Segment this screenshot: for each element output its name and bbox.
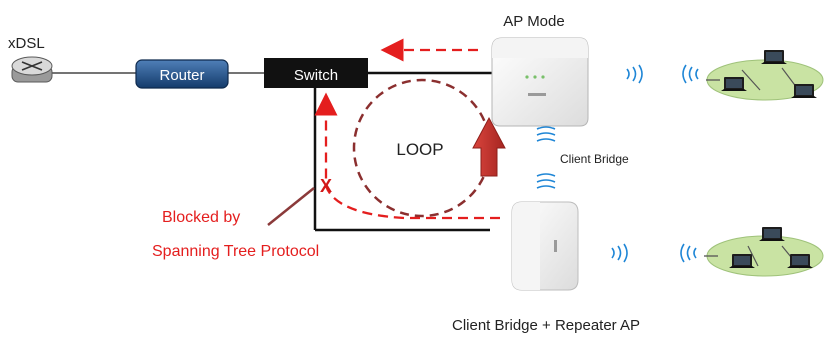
- wifi-in-icon-bottom: [680, 243, 697, 263]
- access-point-icon: [491, 37, 589, 127]
- loop-label: LOOP: [396, 140, 443, 159]
- laptop-icon: [721, 77, 747, 91]
- wireless-link-icon-up: [536, 126, 556, 142]
- router-label: Router: [159, 67, 204, 84]
- wifi-out-icon-top: [626, 64, 643, 84]
- modem-icon: [11, 56, 53, 83]
- laptop-icon: [729, 254, 755, 268]
- lan-group-top: [706, 50, 824, 101]
- repeater-icon: [511, 201, 579, 291]
- blocked-label-line1: Blocked by: [162, 209, 240, 226]
- blocked-x-mark: X: [320, 176, 332, 196]
- laptop-icon: [759, 227, 785, 241]
- bottom-caption: Client Bridge + Repeater AP: [452, 317, 640, 334]
- wifi-out-icon-bottom: [611, 243, 628, 263]
- blocked-pointer-line: [267, 187, 315, 226]
- ap-mode-label: AP Mode: [503, 13, 564, 30]
- lan-group-bottom: [704, 227, 824, 277]
- loop-arrow-icon: [472, 116, 506, 177]
- repeater-to-switch-dashed-path: [314, 92, 500, 220]
- switch-label: Switch: [294, 67, 338, 84]
- wifi-in-icon-top: [682, 64, 699, 84]
- blocked-label-line2: Spanning Tree Protocol: [152, 243, 319, 260]
- laptop-icon: [761, 50, 787, 64]
- xdsl-label: xDSL: [8, 35, 45, 52]
- laptop-icon: [787, 254, 813, 268]
- client-bridge-label: Client Bridge: [560, 152, 629, 166]
- router-box: [135, 59, 229, 89]
- laptop-icon: [791, 84, 817, 98]
- switch-box: [264, 58, 368, 88]
- wireless-link-icon-down: [536, 173, 556, 189]
